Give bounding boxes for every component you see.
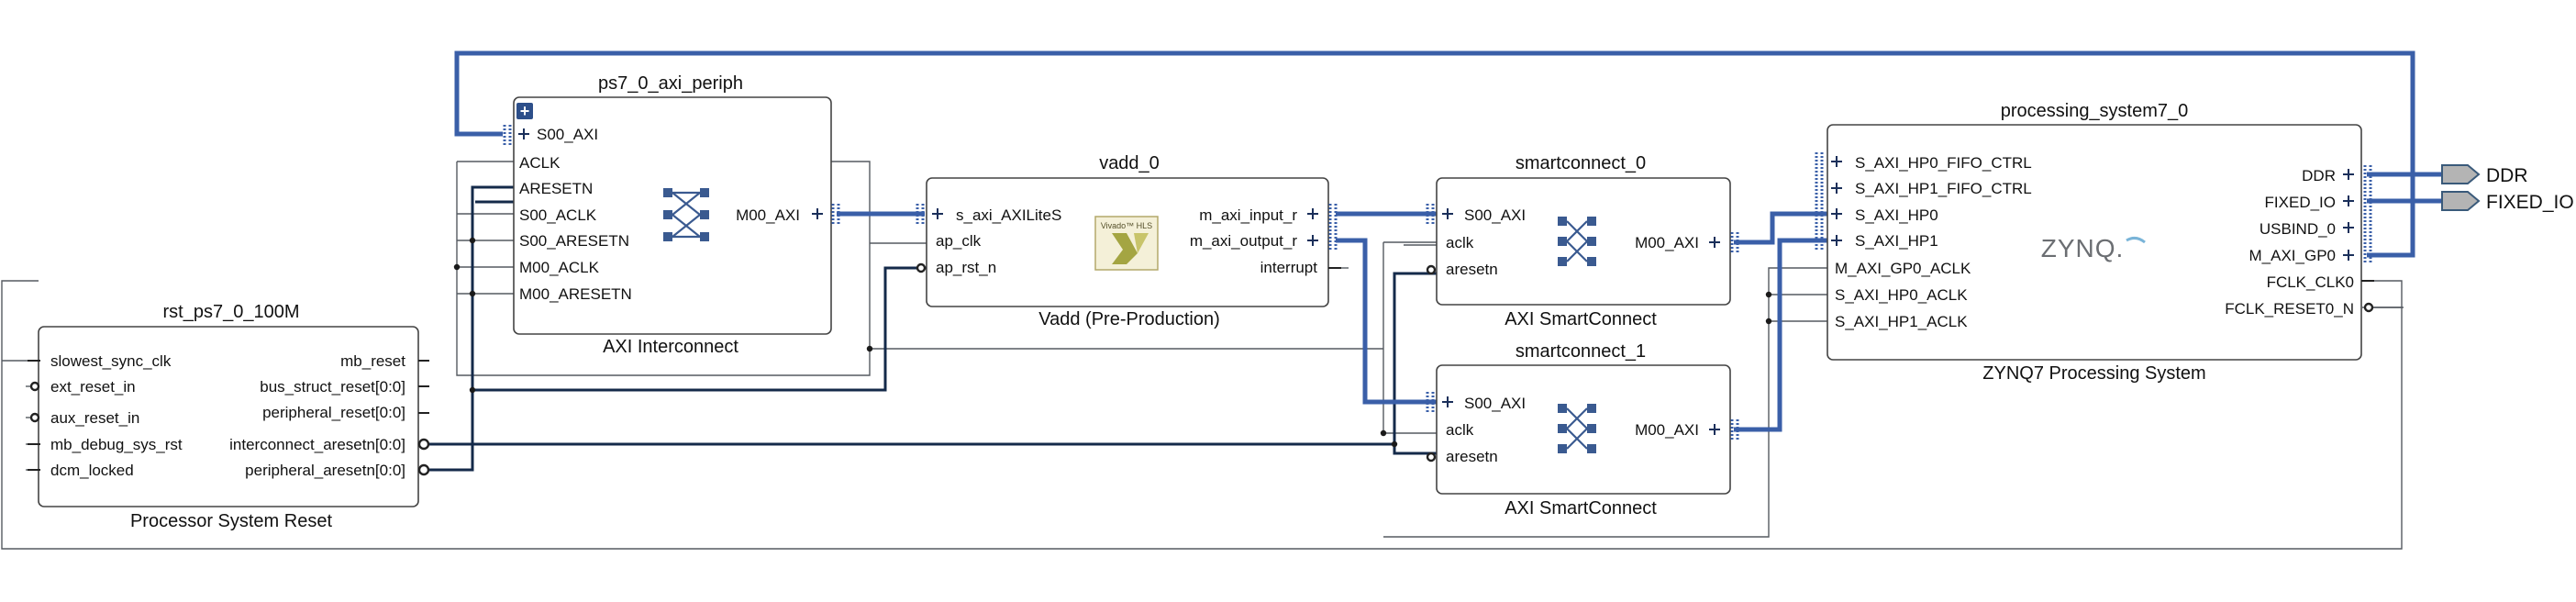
pin-s-axi-hp1-fifo-ctrl[interactable]: S_AXI_HP1_FIFO_CTRL <box>1855 180 2032 197</box>
pin-usbind-0[interactable]: USBIND_0 <box>2260 220 2336 238</box>
pin-ddr[interactable]: DDR <box>2302 167 2336 184</box>
block-name: smartconnect_1 <box>1516 341 1646 362</box>
sc1-m00-bus <box>1734 238 1827 432</box>
block-processor-reset[interactable]: rst_ps7_0_100M Processor System Reset sl… <box>28 302 430 531</box>
pin-dcm-locked[interactable]: dcm_locked <box>50 462 134 479</box>
block-name: rst_ps7_0_100M <box>163 302 300 322</box>
pin-aclk[interactable]: ACLK <box>519 154 561 172</box>
pin-fclk-reset0-n[interactable]: FCLK_RESET0_N <box>2225 300 2354 318</box>
block-smartconnect-1[interactable]: smartconnect_1 AXI SmartConnect S00_AXI … <box>1426 341 1739 518</box>
zynq-logo: ZYNQ. <box>2041 234 2146 262</box>
pin-s00-aresetn[interactable]: S00_ARESETN <box>519 232 629 250</box>
block-vadd[interactable]: vadd_0 Vadd (Pre-Production) s_axi_AXILi… <box>916 153 1341 329</box>
pin-s-axi-hp0[interactable]: S_AXI_HP0 <box>1855 206 1938 224</box>
sc0-m00-bus <box>1734 211 1827 245</box>
block-name: processing_system7_0 <box>2001 101 2189 121</box>
pin-interrupt[interactable]: interrupt <box>1260 259 1318 276</box>
smartconnect-icon <box>1558 217 1596 266</box>
pin-m00-axi[interactable]: M00_AXI <box>736 206 800 224</box>
pin-s00-aclk[interactable]: S00_ACLK <box>519 206 597 224</box>
interconnect-aresetn-net <box>422 442 1437 455</box>
reset-nets <box>422 185 1437 472</box>
ap-rst-net <box>472 266 927 392</box>
pin-mb-reset[interactable]: mb_reset <box>340 352 405 370</box>
block-type-label: ZYNQ7 Processing System <box>1982 363 2205 384</box>
block-type-label: AXI SmartConnect <box>1505 309 1657 329</box>
pin-aclk[interactable]: aclk <box>1446 421 1474 439</box>
pin-ap-rst-n[interactable]: ap_rst_n <box>936 259 996 276</box>
expand-icon[interactable] <box>516 103 533 119</box>
pin-m-axi-gp0[interactable]: M_AXI_GP0 <box>2249 247 2337 264</box>
axi-buses <box>454 50 2442 432</box>
pin-m00-aresetn[interactable]: M00_ARESETN <box>519 285 632 303</box>
pin-m00-axi[interactable]: M00_AXI <box>1635 234 1699 251</box>
pin-fixed-io[interactable]: FIXED_IO <box>2265 194 2336 211</box>
net-junctions <box>453 237 1772 448</box>
pin-s-axi-hp0-aclk[interactable]: S_AXI_HP0_ACLK <box>1835 286 1968 304</box>
pin-aresetn[interactable]: aresetn <box>1446 261 1498 278</box>
pin-s00-axi[interactable]: S00_AXI <box>1464 206 1526 224</box>
vivado-hls-logo: Vivado™ HLS <box>1094 216 1159 271</box>
peripheral-aresetn-net <box>422 185 514 472</box>
block-name: smartconnect_0 <box>1516 153 1646 173</box>
pin-peripheral-reset[interactable]: peripheral_reset[0:0] <box>262 404 405 421</box>
expand-glyph: + <box>520 102 530 120</box>
logo-label: Vivado™ HLS <box>1101 221 1152 230</box>
pin-slowest-sync-clk[interactable]: slowest_sync_clk <box>50 352 172 370</box>
smartconnect-icon <box>1558 404 1596 453</box>
block-type-label: Vadd (Pre-Production) <box>1038 309 1220 329</box>
block-axi-interconnect[interactable]: ps7_0_axi_periph + AXI Interconnect S00_… <box>503 73 840 357</box>
pin-bus-struct-reset[interactable]: bus_struct_reset[0:0] <box>260 378 405 396</box>
pin-aresetn[interactable]: aresetn <box>1446 448 1498 465</box>
m-axi-output-bus <box>1336 238 1437 405</box>
pin-m-axi-gp0-aclk[interactable]: M_AXI_GP0_ACLK <box>1835 260 1971 277</box>
pin-peripheral-aresetn[interactable]: peripheral_aresetn[0:0] <box>245 462 405 479</box>
clock-net <box>1 280 2403 550</box>
pin-interconnect-aresetn[interactable]: interconnect_aresetn[0:0] <box>229 436 405 453</box>
port-arrow-icon <box>2441 164 2481 184</box>
pin-m00-aclk[interactable]: M00_ACLK <box>519 259 600 276</box>
m-axi-gp0-bus <box>454 50 2415 258</box>
pin-m-axi-output-r[interactable]: m_axi_output_r <box>1190 232 1298 250</box>
port-label: DDR <box>2486 165 2528 186</box>
pin-s-axi-hp0-fifo-ctrl[interactable]: S_AXI_HP0_FIFO_CTRL <box>1855 154 2032 172</box>
logo-text: ZYNQ. <box>2041 234 2125 262</box>
pin-ext-reset-in[interactable]: ext_reset_in <box>50 378 136 396</box>
crossbar-icon <box>663 188 709 241</box>
block-smartconnect-0[interactable]: smartconnect_0 AXI SmartConnect S00_AXI … <box>1426 153 1739 329</box>
pin-s-axi-hp1[interactable]: S_AXI_HP1 <box>1855 232 1938 250</box>
pin-s-axi-axilites[interactable]: s_axi_AXILiteS <box>956 206 1061 224</box>
external-port-fixed-io[interactable]: FIXED_IO <box>2441 191 2574 213</box>
pin-aux-reset-in[interactable]: aux_reset_in <box>50 409 139 427</box>
pin-aresetn[interactable]: ARESETN <box>519 180 593 197</box>
pin-s-axi-hp1-aclk[interactable]: S_AXI_HP1_ACLK <box>1835 313 1968 330</box>
block-type-label: AXI Interconnect <box>603 337 738 357</box>
port-label: FIXED_IO <box>2486 192 2574 213</box>
pin-s00-axi[interactable]: S00_AXI <box>1464 395 1526 412</box>
pin-m-axi-input-r[interactable]: m_axi_input_r <box>1199 206 1297 224</box>
block-name: ps7_0_axi_periph <box>598 73 743 94</box>
block-zynq-ps[interactable]: processing_system7_0 ZYNQ7 Processing Sy… <box>1815 101 2374 384</box>
pin-aclk[interactable]: aclk <box>1446 234 1474 251</box>
block-type-label: Processor System Reset <box>130 511 333 531</box>
external-port-ddr[interactable]: DDR <box>2441 164 2528 186</box>
pin-mb-debug-sys-rst[interactable]: mb_debug_sys_rst <box>50 436 183 453</box>
port-arrow-icon <box>2441 191 2481 211</box>
pin-m00-axi[interactable]: M00_AXI <box>1635 421 1699 439</box>
block-type-label: AXI SmartConnect <box>1505 498 1657 518</box>
block-name: vadd_0 <box>1099 153 1160 173</box>
pin-ap-clk[interactable]: ap_clk <box>936 232 982 250</box>
pin-s00-axi[interactable]: S00_AXI <box>537 126 598 143</box>
pin-fclk-clk0[interactable]: FCLK_CLK0 <box>2267 273 2354 291</box>
